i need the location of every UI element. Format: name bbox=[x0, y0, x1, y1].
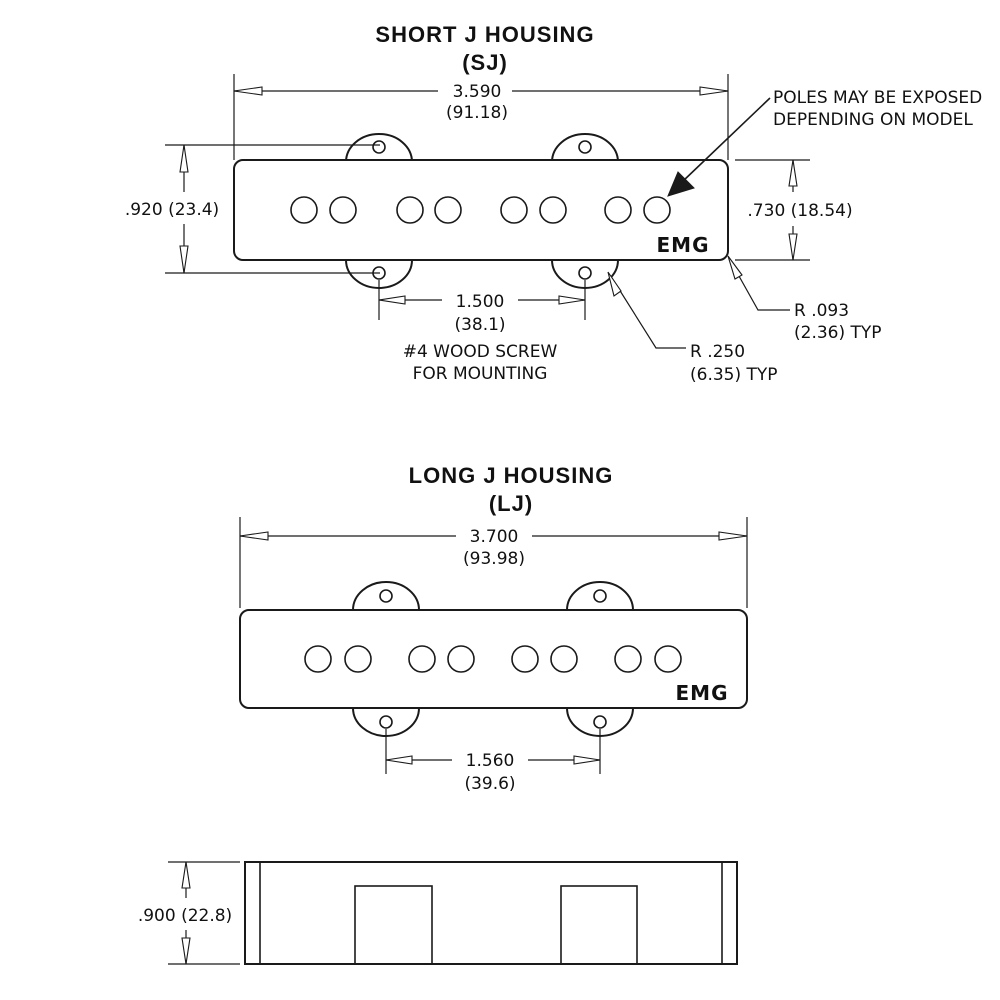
lj-title-line2: (LJ) bbox=[489, 491, 533, 516]
lj-pole-7 bbox=[614, 645, 642, 673]
lj-emg-logo: EMG bbox=[676, 681, 729, 705]
sj-height-arrow-bottom bbox=[179, 245, 189, 274]
sj-ear-radius-mm: (6.35) TYP bbox=[690, 365, 778, 385]
sj-length-arrow-right bbox=[699, 86, 729, 96]
sj-ear-radius-arrow bbox=[607, 271, 622, 297]
sj-pole-note-line2: DEPENDING ON MODEL bbox=[773, 110, 973, 130]
sj-pole-5 bbox=[500, 196, 528, 224]
lj-screw-hole-top-left bbox=[379, 589, 393, 603]
sj-pole-1 bbox=[290, 196, 318, 224]
lj-title-line1: LONG J HOUSING bbox=[409, 463, 614, 488]
sj-height-arrow-top bbox=[179, 144, 189, 173]
sj-title-line2: (SJ) bbox=[462, 50, 508, 75]
sj-pole-note-leader bbox=[681, 97, 771, 183]
sj-spacing-mm: (38.1) bbox=[454, 315, 505, 335]
side-view-section: .900 (22.8) bbox=[138, 861, 738, 965]
lj-housing-body bbox=[239, 609, 748, 709]
sj-screw-note-line2: FOR MOUNTING bbox=[413, 364, 548, 384]
lj-screw-hole-bottom-right bbox=[593, 715, 607, 729]
sj-pole-7 bbox=[604, 196, 632, 224]
side-view-housing bbox=[244, 861, 738, 965]
lj-pole-4 bbox=[447, 645, 475, 673]
sj-length-mm: (91.18) bbox=[446, 103, 508, 123]
sj-screw-hole-top-right bbox=[578, 140, 592, 154]
lj-screw-hole-bottom-left bbox=[379, 715, 393, 729]
sj-ear-radius-inches: R .250 bbox=[690, 342, 745, 362]
long-j-section: LONG J HOUSING (LJ) 3.700 (93.98) bbox=[239, 463, 748, 794]
side-view-post-left bbox=[354, 885, 433, 965]
sj-spacing-inches: 1.500 bbox=[456, 292, 505, 312]
sj-screw-hole-bottom-right bbox=[578, 266, 592, 280]
lj-pole-5 bbox=[511, 645, 539, 673]
sj-corner-radius-leader bbox=[729, 259, 790, 311]
sj-pole-2 bbox=[329, 196, 357, 224]
side-height-arrow-bottom bbox=[181, 937, 191, 965]
sj-title-line1: SHORT J HOUSING bbox=[375, 22, 594, 47]
side-height: .900 (22.8) bbox=[138, 906, 232, 926]
sj-pole-8 bbox=[643, 196, 671, 224]
sj-screw-note-line1: #4 WOOD SCREW bbox=[403, 342, 558, 362]
lj-pole-8 bbox=[654, 645, 682, 673]
sj-housing-body bbox=[233, 159, 729, 261]
sj-body-height-arrow-top bbox=[788, 159, 798, 187]
lj-length-mm: (93.98) bbox=[463, 549, 525, 569]
lj-pole-1 bbox=[304, 645, 332, 673]
lj-spacing-arrow-right bbox=[573, 755, 601, 765]
lj-spacing-mm: (39.6) bbox=[464, 774, 515, 794]
sj-pole-6 bbox=[539, 196, 567, 224]
sj-pole-note-arrow bbox=[667, 171, 695, 197]
sj-pole-3 bbox=[396, 196, 424, 224]
lj-spacing-inches: 1.560 bbox=[466, 751, 515, 771]
sj-body-height: .730 (18.54) bbox=[747, 201, 852, 221]
lj-pole-3 bbox=[408, 645, 436, 673]
lj-screw-hole-top-right bbox=[593, 589, 607, 603]
lj-length-arrow-left bbox=[239, 531, 269, 541]
sj-corner-radius-arrow bbox=[727, 255, 743, 280]
sj-ear-radius-leader bbox=[611, 277, 686, 349]
lj-length-inches: 3.700 bbox=[470, 527, 519, 547]
sj-pole-4 bbox=[434, 196, 462, 224]
side-view-post-right bbox=[560, 885, 638, 965]
lj-pole-2 bbox=[344, 645, 372, 673]
sj-screw-hole-top-left bbox=[372, 140, 386, 154]
sj-length-arrow-left bbox=[233, 86, 263, 96]
sj-emg-logo: EMG bbox=[657, 233, 710, 257]
sj-spacing-arrow-left bbox=[378, 295, 406, 305]
sj-corner-radius-inches: R .093 bbox=[794, 301, 849, 321]
sj-body-height-arrow-bottom bbox=[788, 233, 798, 261]
sj-spacing-arrow-right bbox=[558, 295, 586, 305]
short-j-section: SHORT J HOUSING (SJ) 3.590 (91.18) bbox=[125, 22, 982, 385]
lj-spacing-arrow-left bbox=[385, 755, 413, 765]
sj-pole-note-line1: POLES MAY BE EXPOSED bbox=[773, 88, 982, 108]
sj-length-inches: 3.590 bbox=[453, 82, 502, 102]
sj-corner-radius-mm: (2.36) TYP bbox=[794, 323, 882, 343]
lj-length-arrow-right bbox=[718, 531, 748, 541]
sj-overall-height: .920 (23.4) bbox=[125, 200, 219, 220]
side-height-arrow-top bbox=[181, 861, 191, 889]
lj-pole-6 bbox=[550, 645, 578, 673]
